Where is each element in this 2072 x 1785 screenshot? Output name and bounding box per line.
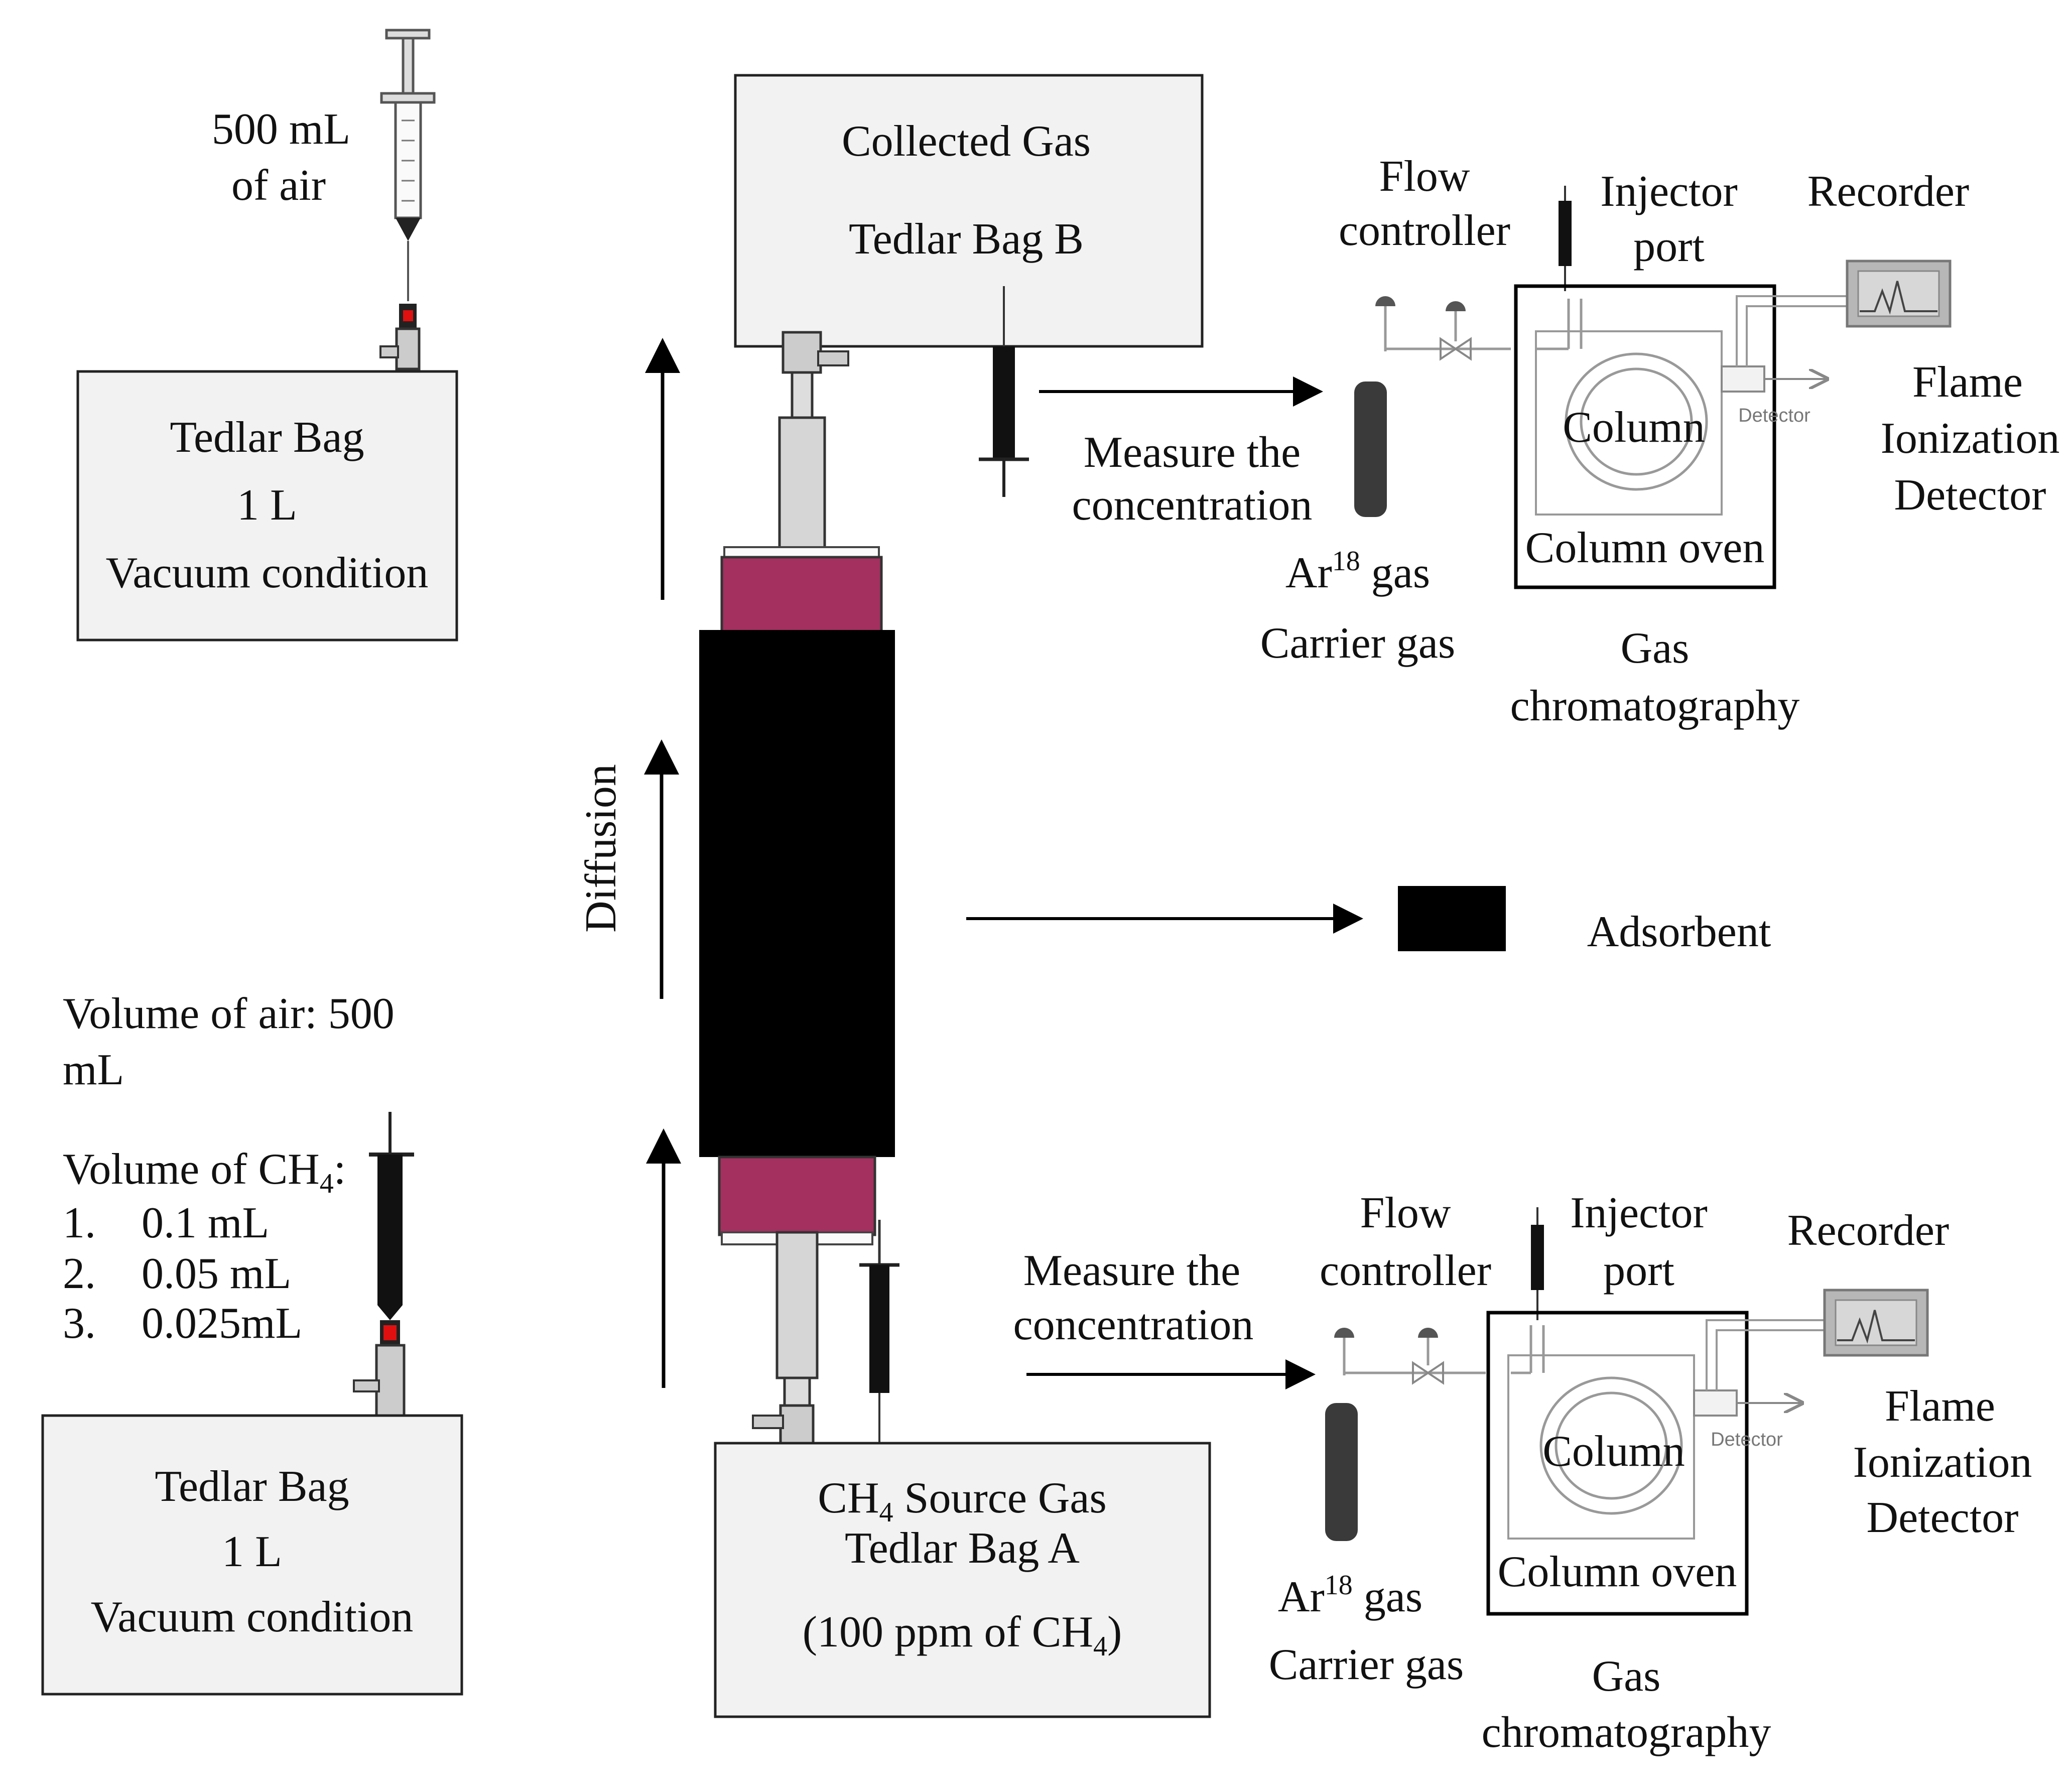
bag-b-line1: Collected Gas	[842, 117, 1091, 166]
gc-top-gc-2: chromatography	[1510, 682, 1800, 730]
bottom-left-bag-line3: Vacuum condition	[91, 1593, 414, 1641]
gc-top-measure-2: concentration	[1072, 481, 1313, 530]
gc-bottom-column-oven-box	[1486, 1311, 1749, 1616]
gc-bottom-injector-2: port	[1603, 1246, 1674, 1295]
gc-top-detector-small-label: Detector	[1738, 405, 1810, 426]
gc-top-argon-cylinder	[1354, 381, 1387, 517]
bag-a-line1: CH4 Source Gas	[818, 1474, 1106, 1528]
gc-bottom-injector-syringe	[1531, 1207, 1544, 1320]
air-volume-line2: mL	[63, 1046, 124, 1094]
gc-bottom-injector-1: Injector	[1570, 1189, 1708, 1237]
gc-bottom-argon-label: Ar18 gas	[1278, 1570, 1422, 1621]
bag-a-line2: Tedlar Bag A	[845, 1524, 1080, 1573]
top-left-bag-line3: Vacuum condition	[106, 549, 429, 597]
gc-top-flow-2: controller	[1339, 206, 1510, 255]
syringe-label-2: of air	[231, 161, 326, 210]
ch4-volume-heading: Volume of CH4:	[63, 1145, 346, 1199]
gc-top-detector-box	[1721, 365, 1765, 393]
diffusion-column	[699, 331, 895, 1447]
tedlar-bag-b	[734, 74, 1204, 348]
top-left-bag-line2: 1 L	[237, 481, 297, 530]
bag-a-sampling-syringe	[859, 1220, 899, 1446]
gc-top-argon-label: Ar18 gas	[1285, 546, 1430, 597]
gc-bottom-fid-1: Flame	[1885, 1382, 1995, 1431]
gc-bottom-column-oven-label: Column oven	[1498, 1548, 1737, 1596]
gc-bottom-carrier-label: Carrier gas	[1269, 1640, 1464, 1689]
gc-top-fid-3: Detector	[1894, 471, 2046, 520]
top-left-syringe	[380, 29, 436, 301]
syringe-label-1: 500 mL	[212, 105, 350, 154]
gc-top-injector-syringe	[1559, 186, 1572, 291]
gc-bottom-gas-line	[1334, 1325, 1545, 1385]
tedlar-bag-a	[714, 1442, 1211, 1718]
gc-top-column-oven-label: Column oven	[1525, 524, 1765, 572]
bag-b-line2: Tedlar Bag B	[849, 215, 1084, 264]
gc-top-fid-1: Flame	[1912, 358, 2023, 407]
gc-top-column-label: Column	[1563, 403, 1705, 452]
ch4-item-3-value: 0.025mL	[142, 1299, 302, 1348]
gc-top-signal-line	[1736, 295, 1852, 366]
bottom-left-bag-line1: Tedlar Bag	[155, 1462, 349, 1511]
gc-top-recorder	[1846, 260, 1952, 328]
gc-bottom-signal-line	[1706, 1319, 1827, 1390]
gc-top-column-coil-outer	[1565, 352, 1708, 491]
ch4-item-2-value: 0.05 mL	[142, 1249, 291, 1298]
gc-top-gas-line	[1375, 296, 1583, 361]
ch4-item-1-num: 1.	[63, 1199, 96, 1247]
adsorbent-legend-swatch	[1398, 886, 1506, 951]
top-left-tedlar-bag	[76, 370, 458, 642]
gc-bottom-detector-small-label: Detector	[1711, 1429, 1783, 1450]
ch4-item-1-value: 0.1 mL	[142, 1199, 269, 1247]
top-left-bag-line1: Tedlar Bag	[170, 413, 364, 462]
top-left-valve	[379, 304, 421, 370]
bottom-left-tedlar-bag	[41, 1414, 463, 1696]
diffusion-label: Diffusion	[577, 764, 625, 933]
gc-bottom-fid-3: Detector	[1867, 1493, 2019, 1542]
gc-bottom-recorder	[1823, 1289, 1929, 1357]
gc-top-recorder-label: Recorder	[1807, 167, 1969, 216]
gc-top-column-oven-box	[1514, 284, 1776, 589]
gc-bottom-recorder-label: Recorder	[1787, 1206, 1949, 1255]
ch4-item-3-num: 3.	[63, 1299, 96, 1348]
bottom-left-syringe	[353, 1112, 414, 1417]
adsorbent-column-body	[699, 630, 895, 1157]
gc-bottom-column-label: Column	[1542, 1427, 1685, 1476]
gc-bottom-gc-1: Gas	[1592, 1652, 1661, 1701]
gc-top-flow-1: Flow	[1379, 152, 1470, 201]
bottom-left-bag-line2: 1 L	[222, 1527, 282, 1576]
gc-bottom-gc-2: chromatography	[1482, 1708, 1771, 1757]
adsorbent-label: Adsorbent	[1587, 908, 1771, 956]
gc-top-gc-1: Gas	[1621, 624, 1690, 673]
gc-top-fid-2: Ionization	[1881, 414, 2060, 463]
gc-bottom-argon-cylinder	[1325, 1403, 1358, 1541]
gc-bottom-flow-2: controller	[1320, 1246, 1491, 1295]
gc-top-column-coil-inner	[1580, 367, 1693, 476]
gc-bottom-flow-1: Flow	[1360, 1189, 1451, 1237]
gc-bottom-measure-1: Measure the	[1023, 1246, 1240, 1295]
gc-top-measure-1: Measure the	[1084, 428, 1301, 477]
gc-top-injector-2: port	[1633, 222, 1705, 271]
gc-bottom-measure-2: concentration	[1013, 1301, 1254, 1349]
gc-top-injector-1: Injector	[1600, 167, 1738, 216]
bag-b-sampling-syringe	[979, 286, 1029, 497]
gc-bottom-oven-inner	[1507, 1354, 1695, 1540]
gc-bottom-detector-box	[1693, 1389, 1738, 1417]
ch4-item-2-num: 2.	[63, 1249, 96, 1298]
gc-bottom-fid-2: Ionization	[1853, 1438, 2032, 1487]
gc-top-oven-inner	[1535, 330, 1723, 516]
gc-top-carrier-label: Carrier gas	[1260, 619, 1455, 668]
air-volume-line1: Volume of air: 500	[63, 989, 395, 1038]
bag-a-line3: (100 ppm of CH4)	[803, 1608, 1122, 1662]
gc-bottom-column-coil-inner	[1555, 1391, 1668, 1500]
gc-bottom-column-coil-outer	[1539, 1376, 1683, 1515]
